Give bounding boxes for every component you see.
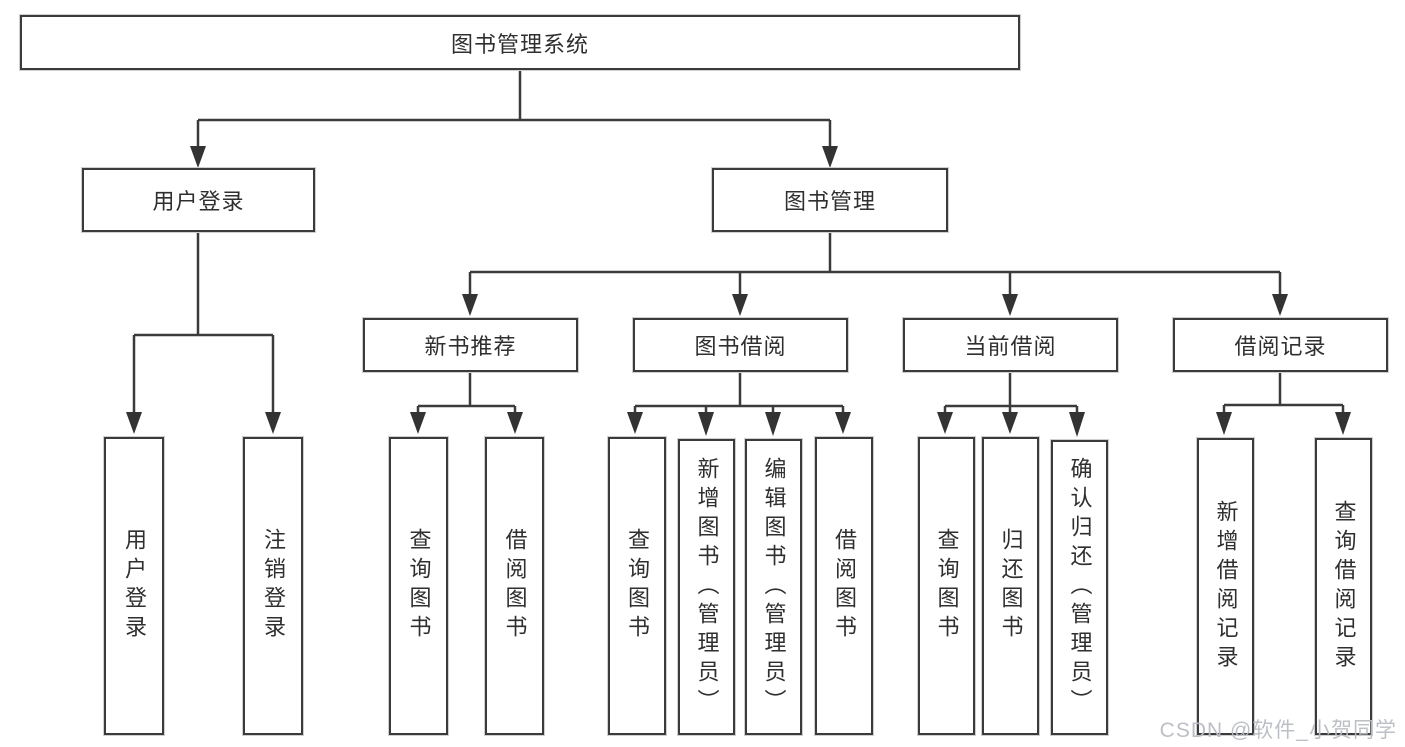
leaf-query-books-borrow: 查询图书 — [608, 437, 666, 735]
leaf-confirm-return-admin: 确认归还（管理员） — [1051, 440, 1108, 735]
arrow-icon — [835, 412, 851, 434]
leaf-edit-book-admin: 编辑图书（管理员） — [745, 439, 802, 735]
arrow-icon — [410, 412, 426, 434]
node-label: 查询图书 — [934, 528, 960, 644]
leaf-user-login: 用户登录 — [104, 437, 164, 735]
node-label: 确认归还（管理员） — [1067, 457, 1093, 718]
node-book-borrow: 图书借阅 — [633, 318, 848, 372]
node-label: 图书管理系统 — [450, 31, 589, 57]
node-label: 查询借阅记录 — [1331, 499, 1357, 674]
leaf-query-borrow-record: 查询借阅记录 — [1315, 438, 1372, 735]
node-label: 编辑图书（管理员） — [761, 456, 787, 718]
arrow-icon — [765, 412, 781, 436]
leaf-query-books-current: 查询图书 — [918, 437, 975, 735]
node-label: 当前借阅 — [964, 334, 1057, 359]
arrow-icon — [822, 146, 838, 168]
node-label: 借阅图书 — [502, 528, 528, 644]
arrow-icon — [627, 412, 643, 434]
node-label: 查询图书 — [625, 528, 650, 644]
node-borrow-records: 借阅记录 — [1173, 318, 1388, 372]
node-label: 图书管理 — [783, 189, 876, 214]
arrowheads — [126, 146, 1351, 437]
arrow-icon — [265, 412, 281, 434]
arrow-icon — [126, 412, 142, 434]
leaf-return-book: 归还图书 — [982, 437, 1039, 735]
leaf-borrow-books-recommend: 借阅图书 — [485, 437, 544, 735]
arrow-icon — [732, 294, 748, 316]
csdn-watermark: CSDN @软件_小贺同学 — [1159, 719, 1397, 742]
arrow-icon — [1216, 412, 1232, 435]
node-label: 新增借阅记录 — [1213, 499, 1239, 674]
node-label: 借阅记录 — [1234, 334, 1327, 359]
leaf-query-books-recommend: 查询图书 — [389, 437, 448, 735]
arrow-icon — [698, 412, 714, 436]
leaf-borrow-books: 借阅图书 — [815, 437, 873, 735]
node-label: 查询图书 — [406, 528, 432, 644]
node-book-management: 图书管理 — [712, 168, 948, 232]
node-user-login: 用户登录 — [82, 168, 315, 232]
arrow-icon — [507, 412, 523, 434]
arrow-icon — [937, 412, 953, 434]
node-label: 借阅图书 — [832, 528, 857, 644]
node-label: 注销登录 — [261, 528, 286, 644]
node-label: 图书借阅 — [694, 334, 787, 359]
arrow-icon — [1335, 412, 1351, 435]
arrow-icon — [1069, 412, 1085, 437]
arrow-icon — [1272, 294, 1288, 316]
node-label: 用户登录 — [152, 189, 245, 214]
node-label: 新增图书（管理员） — [694, 456, 720, 718]
leaf-add-book-admin: 新增图书（管理员） — [678, 439, 735, 735]
node-label: 新书推荐 — [424, 334, 517, 359]
arrow-icon — [190, 146, 206, 168]
arrow-icon — [462, 294, 478, 316]
node-label: 归还图书 — [998, 528, 1024, 644]
node-library-system: 图书管理系统 — [20, 15, 1020, 70]
node-label: 用户登录 — [122, 528, 147, 644]
leaf-logout: 注销登录 — [243, 437, 303, 735]
node-current-borrow: 当前借阅 — [903, 318, 1118, 372]
arrow-icon — [1002, 294, 1018, 316]
arrow-icon — [1002, 412, 1018, 434]
leaf-add-borrow-record: 新增借阅记录 — [1197, 438, 1254, 735]
node-new-book-recommend: 新书推荐 — [363, 318, 578, 372]
